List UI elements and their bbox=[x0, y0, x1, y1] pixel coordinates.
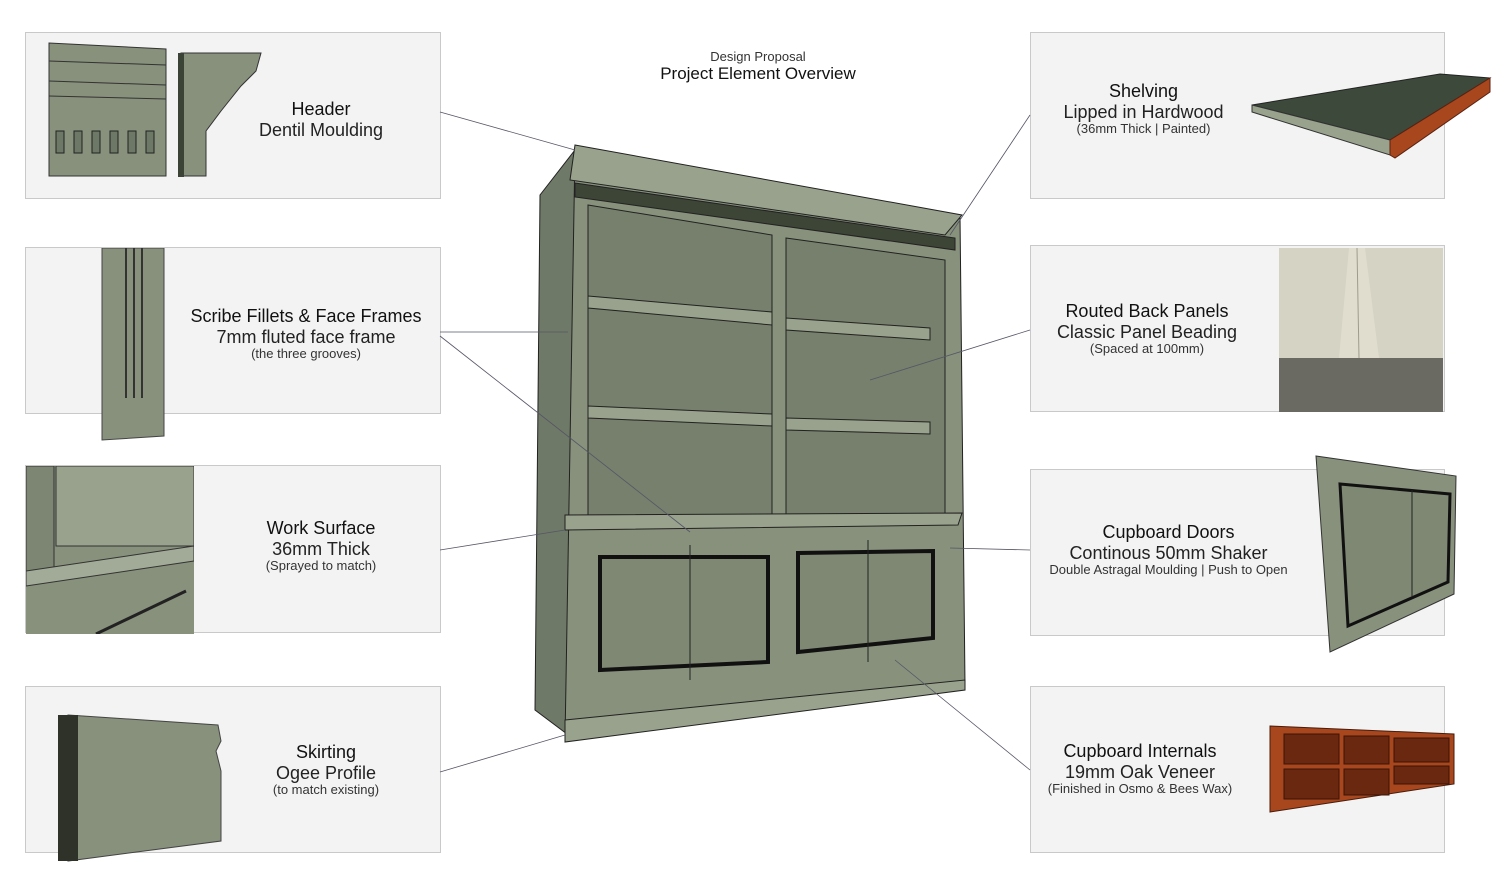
panel-header: Header Dentil Moulding bbox=[25, 32, 441, 199]
panel-note: (Finished in Osmo & Bees Wax) bbox=[1047, 781, 1233, 797]
panel-title: Scribe Fillets & Face Frames bbox=[190, 306, 422, 326]
panel-title: Header bbox=[291, 99, 351, 119]
panel-subtitle: 19mm Oak Veneer bbox=[1064, 761, 1216, 782]
fluted-face-frame-image bbox=[101, 248, 165, 441]
work-surface-image bbox=[26, 466, 194, 634]
shaker-door-image bbox=[1315, 455, 1457, 653]
panel-title: Cupboard Doors bbox=[1102, 522, 1235, 542]
panel-note: (the three grooves) bbox=[251, 346, 361, 362]
panel-note: Double Astragal Moulding | Push to Open bbox=[1049, 562, 1288, 578]
dentil-moulding-image bbox=[48, 42, 262, 177]
panel-note: (36mm Thick | Painted) bbox=[1076, 121, 1211, 137]
panel-subtitle: Ogee Profile bbox=[275, 762, 377, 783]
skirting-image bbox=[58, 714, 222, 862]
panel-title: Skirting bbox=[295, 742, 357, 762]
panel-note: (Sprayed to match) bbox=[265, 558, 377, 574]
panel-skirting: Skirting Ogee Profile (to match existing… bbox=[25, 686, 441, 862]
panel-subtitle: 36mm Thick bbox=[272, 538, 370, 559]
subtitle: Design Proposal bbox=[710, 49, 806, 64]
panel-note: (Spaced at 100mm) bbox=[1089, 341, 1205, 357]
panel-subtitle: Dentil Moulding bbox=[258, 119, 384, 140]
panel-note: (to match existing) bbox=[272, 782, 380, 798]
panel-subtitle: 7mm fluted face frame bbox=[216, 326, 396, 347]
panel-subtitle: Classic Panel Beading bbox=[1056, 321, 1238, 342]
oak-carcass-image bbox=[1269, 725, 1455, 813]
panel-title: Routed Back Panels bbox=[1065, 301, 1229, 321]
panel-work-surface: Work Surface 36mm Thick (Sprayed to matc… bbox=[25, 465, 441, 634]
panel-title: Cupboard Internals bbox=[1063, 741, 1217, 761]
panel-face-frames: Scribe Fillets & Face Frames 7mm fluted … bbox=[25, 247, 441, 441]
heading: Project Element Overview bbox=[660, 64, 856, 83]
panel-subtitle: Lipped in Hardwood bbox=[1063, 101, 1224, 122]
panel-title: Work Surface bbox=[266, 518, 376, 538]
diagram-title: Design Proposal Project Element Overview bbox=[600, 49, 916, 84]
panel-cupboard-internals: Cupboard Internals 19mm Oak Veneer (Fini… bbox=[1030, 686, 1445, 853]
panel-subtitle: Continous 50mm Shaker bbox=[1069, 542, 1268, 563]
panel-back-panels: Routed Back Panels Classic Panel Beading… bbox=[1030, 245, 1445, 412]
shelf-image bbox=[1251, 73, 1492, 159]
panel-beading-photo bbox=[1279, 248, 1443, 412]
panel-title: Shelving bbox=[1108, 81, 1179, 101]
